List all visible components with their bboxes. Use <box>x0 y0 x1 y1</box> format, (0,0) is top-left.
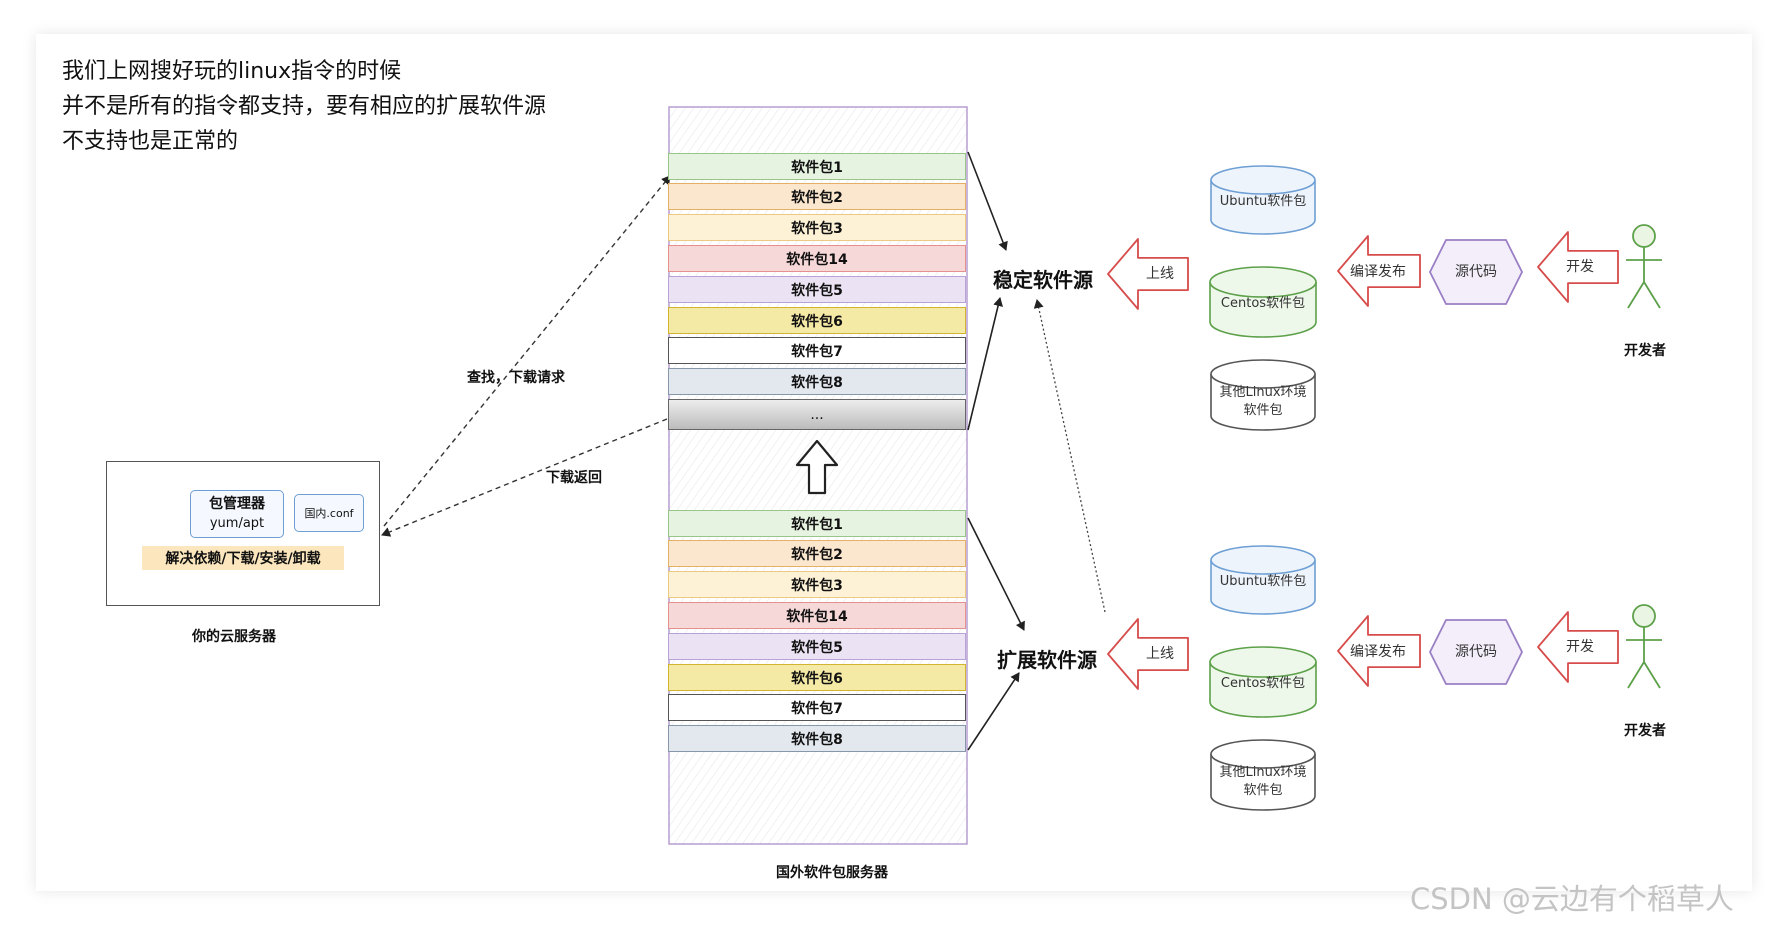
ext-compile-label: 编译发布 <box>1350 644 1406 660</box>
package-row-upper: 软件包2 <box>668 183 966 210</box>
foreign-server-caption: 国外软件包服务器 <box>776 865 888 881</box>
request-label: 查找，下载请求 <box>467 370 565 386</box>
package-row-lower: 软件包8 <box>668 725 966 752</box>
stable-upload-arrow <box>1107 238 1189 310</box>
package-row-lower: 软件包6 <box>668 664 966 691</box>
package-row-upper: 软件包5 <box>668 276 966 303</box>
stable-developer-label: 开发者 <box>1624 343 1666 359</box>
ext-other-label-1: 其他Linux环境 <box>1219 765 1307 780</box>
package-manager-label: 包管理器 <box>209 496 265 512</box>
conf-box: 国内.conf <box>294 494 364 532</box>
to-stable-arrow-2 <box>967 297 1003 431</box>
response-arrow <box>381 418 668 537</box>
cloud-server-caption: 你的云服务器 <box>192 629 276 645</box>
ext-source-code-hexagon <box>1428 619 1524 685</box>
package-row-lower: 软件包5 <box>668 633 966 660</box>
package-row-upper: 软件包8 <box>668 368 966 395</box>
package-row-upper: 软件包3 <box>668 214 966 241</box>
package-manager-command: yum/apt <box>209 516 265 531</box>
package-row-upper: 软件包6 <box>668 307 966 334</box>
ext-centos-cylinder-top <box>1209 646 1317 678</box>
ext-other-cylinder-top <box>1210 739 1316 769</box>
package-row-lower: 软件包14 <box>668 602 966 629</box>
stable-compile-arrow <box>1337 235 1421 307</box>
stable-developer-figure-leg-left <box>1627 281 1645 309</box>
stable-other-label-1: 其他Linux环境 <box>1219 385 1307 400</box>
package-row-lower: 软件包2 <box>668 540 966 567</box>
ext-developer-figure-leg-right <box>1643 661 1661 689</box>
response-label: 下载返回 <box>546 470 602 486</box>
up-arrow <box>795 439 839 495</box>
ext-ubuntu-label: Ubuntu软件包 <box>1219 574 1307 589</box>
package-row-upper: 软件包7 <box>668 337 966 364</box>
stable-develop-label: 开发 <box>1566 259 1594 275</box>
stable-source-title: 稳定软件源 <box>993 268 1093 292</box>
ext-other-cylinder <box>1210 754 1316 811</box>
stable-source-code-label: 源代码 <box>1455 264 1497 280</box>
stable-source-code-hexagon <box>1428 239 1524 305</box>
package-row-lower: 软件包3 <box>668 571 966 598</box>
note-line-3: 不支持也是正常的 <box>62 129 239 154</box>
package-row-lower: 软件包1 <box>668 510 966 537</box>
stable-ubuntu-cylinder <box>1210 180 1316 235</box>
package-row-lower: 软件包7 <box>668 694 966 721</box>
ext-other-label-2: 软件包 <box>1243 783 1283 798</box>
package-row-upper: 软件包1 <box>668 153 966 180</box>
stable-centos-label: Centos软件包 <box>1220 296 1306 311</box>
ext-developer-figure-head <box>1632 604 1656 628</box>
stable-developer-figure-head <box>1632 224 1656 248</box>
note-line-1: 我们上网搜好玩的linux指令的时候 <box>62 59 402 84</box>
ext-to-stable-dotted-arrow <box>1033 299 1106 613</box>
to-ext-arrow-1 <box>967 517 1025 631</box>
stable-ubuntu-cylinder-top <box>1210 165 1316 195</box>
note-line-2: 并不是所有的指令都支持，要有相应的扩展软件源 <box>62 94 547 119</box>
package-manager-box: 包管理器 yum/apt <box>190 490 284 538</box>
stable-other-cylinder-top <box>1210 359 1316 389</box>
stable-centos-cylinder-top <box>1209 266 1317 298</box>
ext-develop-label: 开发 <box>1566 639 1594 655</box>
to-stable-arrow-1 <box>967 151 1008 251</box>
ext-centos-label: Centos软件包 <box>1220 676 1306 691</box>
package-ellipsis-row: ... <box>668 399 966 430</box>
stable-developer-figure-leg-right <box>1643 281 1661 309</box>
ext-developer-figure-leg-left <box>1627 661 1645 689</box>
stable-upload-label: 上线 <box>1146 266 1174 282</box>
request-arrow <box>383 175 671 527</box>
ext-source-title: 扩展软件源 <box>997 648 1097 672</box>
ext-upload-label: 上线 <box>1146 646 1174 662</box>
stable-ubuntu-label: Ubuntu软件包 <box>1219 194 1307 209</box>
ext-developer-label: 开发者 <box>1624 723 1666 739</box>
ext-upload-arrow <box>1107 618 1189 690</box>
stable-other-label-2: 软件包 <box>1243 403 1283 418</box>
ext-ubuntu-cylinder-top <box>1210 545 1316 575</box>
stable-other-cylinder <box>1210 374 1316 431</box>
ext-ubuntu-cylinder <box>1210 560 1316 615</box>
ext-source-code-label: 源代码 <box>1455 644 1497 660</box>
ext-compile-arrow <box>1337 615 1421 687</box>
stable-compile-label: 编译发布 <box>1350 264 1406 280</box>
operations-bar: 解决依赖/下载/安装/卸载 <box>142 546 344 570</box>
package-row-upper: 软件包14 <box>668 245 966 272</box>
stable-develop-arrow <box>1537 231 1619 303</box>
to-ext-arrow-2 <box>967 672 1020 751</box>
ext-develop-arrow <box>1537 611 1619 683</box>
watermark: CSDN @云边有个稻草人 <box>1410 882 1734 916</box>
